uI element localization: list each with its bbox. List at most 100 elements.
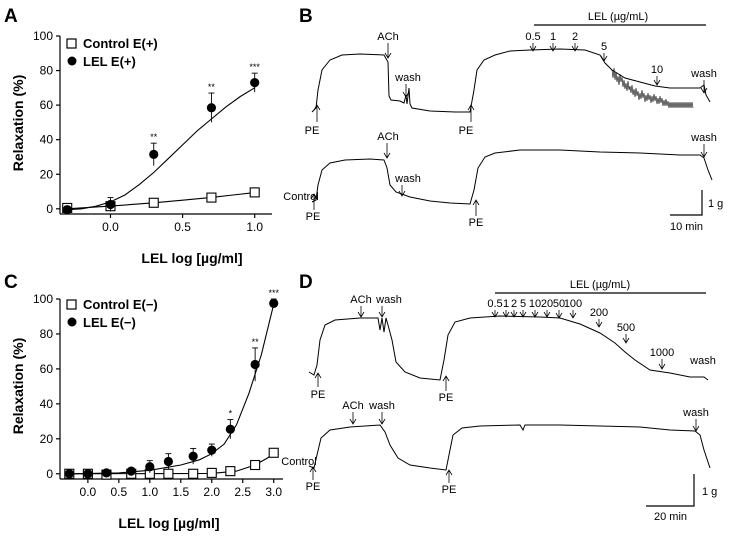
- arrow-down-icon: [549, 43, 557, 52]
- marker-wash-label: wash: [375, 294, 402, 306]
- chart-d-dose-label: 1: [503, 298, 509, 310]
- arrow-down-icon: [653, 76, 661, 86]
- marker-ach-label: ACh: [350, 294, 371, 306]
- chart-c-x-tick-label: 2.5: [234, 485, 251, 499]
- arrow-up-icon: [442, 375, 450, 391]
- chart-a-x-tick-label: 0.5: [174, 220, 191, 234]
- chart-d-dose-label: 100: [564, 298, 582, 310]
- chart-c-ylabel: Relaxation (%): [10, 338, 26, 434]
- chart-c-point-lel: [64, 469, 74, 479]
- chart-a-significance-label: **: [208, 82, 216, 92]
- chart-c-point-control: [225, 466, 236, 477]
- chart-b-dose-label: 10: [651, 64, 663, 76]
- arrow-down-icon: [398, 185, 406, 197]
- marker-wash-label: wash: [690, 68, 717, 80]
- chart-c-y-tick-label: 40: [40, 397, 54, 411]
- chart-a-point-lel: [105, 199, 116, 210]
- scale-bar: [646, 474, 695, 507]
- marker-wash-label: wash: [368, 400, 395, 412]
- trace-b-bottom-markers: Control PE ACh wash PE wash: [283, 131, 717, 229]
- chart-c-significance-label: ***: [268, 288, 279, 298]
- arrow-up-icon: [310, 193, 318, 210]
- scale-x-label: 10 min: [670, 221, 703, 233]
- marker-wash-label: wash: [682, 407, 709, 419]
- panel-letter-a: A: [4, 6, 18, 27]
- chart-a-point-lel: [250, 78, 260, 88]
- chart-d-dose-label: 1000: [650, 347, 674, 359]
- legend-filled-circle-icon: [67, 317, 77, 327]
- arrow-down-icon: [384, 43, 392, 59]
- chart-a-y-tick-label: 0: [46, 202, 53, 216]
- arrow-down-icon: [402, 84, 410, 98]
- chart-c-fit-control: [69, 452, 275, 475]
- arrow-up-icon: [445, 469, 453, 483]
- legend-open-square-icon: [66, 38, 77, 49]
- chart-c-point-lel: [163, 456, 174, 467]
- lel-bar-label: LEL (µg/mL): [588, 11, 648, 23]
- arrow-down-icon: [595, 319, 603, 328]
- chart-c-significance-label: *: [229, 409, 233, 419]
- control-label: Control: [281, 456, 316, 468]
- arrow-down-icon: [529, 43, 537, 52]
- marker-pe-label: PE: [311, 389, 326, 401]
- chart-c-point-control: [188, 468, 199, 479]
- arrow-down-icon: [692, 419, 700, 432]
- panel-letter-b: B: [299, 6, 313, 27]
- scale-x-label: 20 min: [654, 511, 687, 523]
- scale-bar-b: 1 g 10 min: [670, 190, 723, 233]
- chart-c-point-lel: [188, 451, 198, 461]
- arrow-down-icon: [378, 412, 386, 425]
- trace-control-bottom: [311, 149, 713, 205]
- arrow-down-icon: [622, 334, 630, 344]
- chart-d-dose-label: 20: [541, 298, 553, 310]
- panel-letter-c: C: [4, 272, 18, 293]
- legend-label-control: Control E(+): [83, 36, 158, 51]
- arrow-down-icon: [700, 144, 708, 158]
- chart-a-y-tick-label: 20: [40, 167, 54, 181]
- chart-c-x-tick-label: 1.0: [141, 485, 158, 499]
- chart-a-point-lel: [149, 149, 159, 159]
- chart-c-y-tick-label: 80: [40, 327, 54, 341]
- chart-c-significance-label: **: [252, 337, 260, 347]
- trace-noise-top: [611, 67, 694, 109]
- chart-c-point-lel: [269, 298, 279, 308]
- arrow-down-icon: [510, 310, 518, 318]
- arrow-down-icon: [555, 310, 563, 319]
- chart-a-point-lel: [206, 103, 217, 113]
- arrow-down-icon: [569, 310, 577, 319]
- chart-c-point-lel: [145, 462, 155, 472]
- arrow-down-icon: [502, 310, 510, 318]
- marker-wash-label: wash: [690, 132, 717, 144]
- arrow-up-icon: [314, 372, 322, 387]
- chart-c-point-control: [163, 468, 174, 479]
- chart-c-point-lel: [225, 424, 235, 434]
- chart-a-x-tick-label: 1.0: [246, 220, 263, 234]
- marker-ach-label: ACh: [377, 131, 398, 143]
- marker-pe-label: PE: [459, 125, 474, 137]
- chart-c-legend: Control E(−) LEL E(−): [66, 297, 158, 330]
- marker-wash-label: wash: [394, 173, 421, 185]
- marker-pe-label: PE: [439, 392, 454, 404]
- arrow-down-icon: [491, 310, 499, 318]
- arrow-down-icon: [571, 43, 579, 52]
- trace-d-bottom-markers: ACh wash Control PE PE wash: [281, 400, 709, 496]
- arrow-down-icon: [700, 80, 708, 94]
- chart-a-ylabel: Relaxation (%): [10, 75, 26, 171]
- chart-a-point-lel: [62, 205, 72, 215]
- scale-y-label: 1 g: [702, 486, 717, 498]
- arrow-down-icon: [519, 310, 527, 318]
- arrow-down-icon: [349, 412, 357, 425]
- arrow-down-icon: [600, 53, 608, 62]
- chart-c-point-lel: [207, 445, 217, 455]
- chart-a-fit-lel: [67, 87, 255, 211]
- chart-c-point-control: [206, 467, 217, 478]
- control-label: Control: [283, 191, 318, 203]
- trace-lel-top: [311, 48, 711, 113]
- chart-d-dose-label: 5: [520, 298, 526, 310]
- marker-pe-label: PE: [469, 217, 484, 229]
- chart-a-y-tick-label: 60: [40, 98, 54, 112]
- chart-c-point-control: [250, 459, 261, 471]
